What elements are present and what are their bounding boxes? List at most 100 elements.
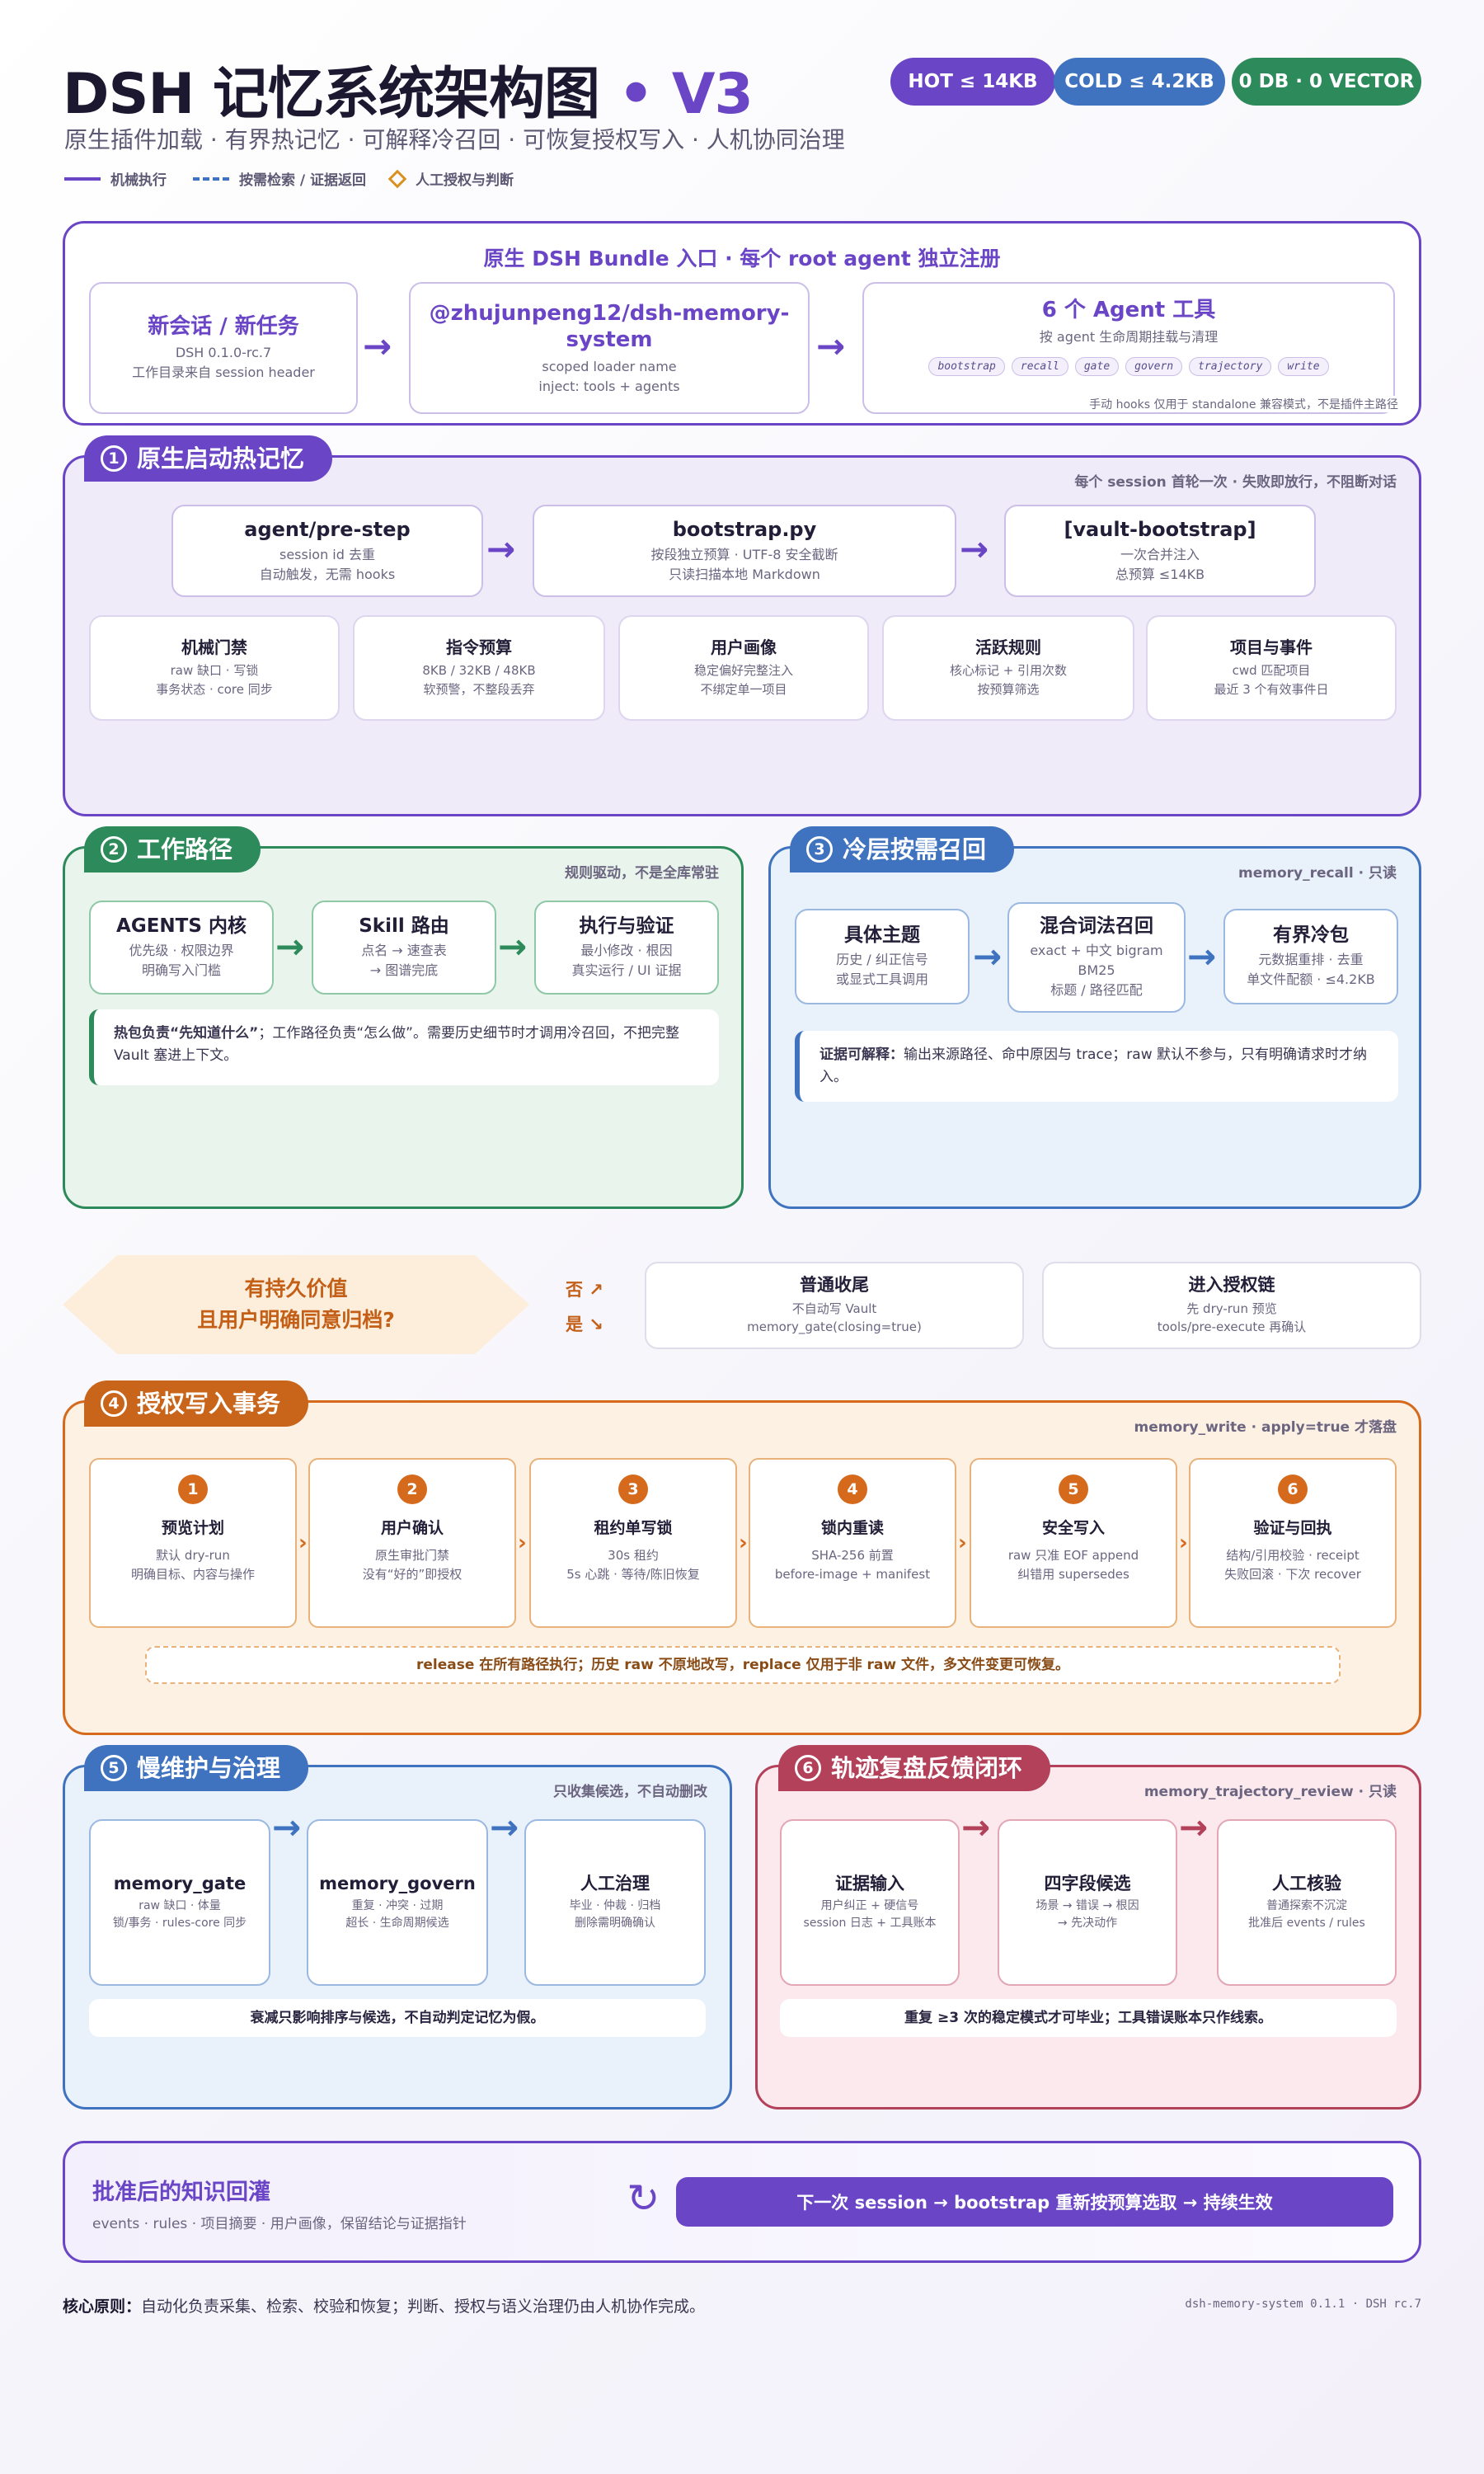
arrow-right-icon: → <box>1179 1807 1209 1847</box>
sec4-step-2: 2 用户确认 原生审批门禁 没有“好的”即授权 <box>308 1458 516 1628</box>
bundle-card-tools: 6 个 Agent 工具 按 agent 生命周期挂载与清理 bootstrap… <box>862 282 1395 414</box>
sec2-card-execute: 执行与验证 最小修改 · 根因 真实运行 / UI 证据 <box>534 901 719 995</box>
section-4-title: 授权写入事务 <box>137 1390 281 1418</box>
sec1-item-budget: 指令预算 8KB / 32KB / 48KB 软预警，不整段丢弃 <box>353 615 605 721</box>
legend-diamond-icon <box>387 169 407 188</box>
sec2-card-agents: AGENTS 内核 优先级 · 权限边界 明确写入门槛 <box>89 901 274 995</box>
core-principle-text: 自动化负责采集、检索、校验和恢复；判断、授权与语义治理仍由人机协作完成。 <box>141 2298 706 2316</box>
section-1-title: 原生启动热记忆 <box>137 444 305 473</box>
section-3-cold-recall <box>768 846 1421 1209</box>
chevron-right-icon: › <box>518 1531 527 1555</box>
page-title: DSH 记忆系统架构图 • V3 <box>63 48 754 129</box>
sec6-bottom-note: 重复 ≥3 次的稳定模式才可毕业；工具错误账本只作线索。 <box>780 1999 1397 2037</box>
section-6-number: 6 <box>795 1755 821 1781</box>
section-4-note: memory_write · apply=true 才落盘 <box>1134 1419 1397 1436</box>
sec3-callout-text: 输出来源路径、命中原因与 trace；raw 默认不参与，只有明确请求时才纳入。 <box>819 1047 1367 1086</box>
decision-diamond <box>63 1255 529 1354</box>
section-2-number: 2 <box>101 836 127 863</box>
legend: 机械执行 按需检索 / 证据返回 人工授权与判断 <box>64 168 514 189</box>
decision-question-line1: 有持久价值 <box>244 1277 348 1300</box>
decision-yes-label: 是 ↘ <box>566 1315 603 1334</box>
sec1-item-projects: 项目与事件 cwd 匹配项目 最近 3 个有效事件日 <box>1146 615 1397 721</box>
sec3-callout: 证据可解释：输出来源路径、命中原因与 trace；raw 默认不参与，只有明确请… <box>795 1031 1398 1102</box>
chevron-right-icon: › <box>958 1531 967 1555</box>
chip-recall: recall <box>1011 356 1068 376</box>
section-1-note: 每个 session 首轮一次 · 失败即放行，不阻断对话 <box>1074 474 1397 491</box>
arrow-right-icon: → <box>960 529 989 569</box>
bundle-card-loader: @zhujunpeng12/dsh-memory-system scoped l… <box>409 282 810 414</box>
sec2-callout-bold: 热包负责“先知道什么” <box>114 1025 259 1042</box>
bundle-card-session: 新会话 / 新任务 DSH 0.1.0-rc.7 工作目录来自 session … <box>89 282 358 414</box>
section-5-title: 慢维护与治理 <box>137 1754 281 1782</box>
section-2-title: 工作路径 <box>137 835 233 863</box>
decision-question: 有持久价值 且用户明确同意归档? <box>63 1273 529 1335</box>
sec3-card-hybrid: 混合词法召回 exact + 中文 bigram BM25 标题 / 路径匹配 <box>1007 902 1186 1013</box>
sec1-item-profile: 用户画像 稳定偏好完整注入 不绑定单一项目 <box>618 615 869 721</box>
page-subtitle: 原生插件加载 · 有界热记忆 · 可解释冷召回 · 可恢复授权写入 · 人机协同… <box>64 126 845 153</box>
sec1-item-gate: 机械门禁 raw 缺口 · 写锁 事务状态 · core 同步 <box>89 615 340 721</box>
section-5-tab: 5 慢维护与治理 <box>84 1745 309 1791</box>
decision-no-label: 否 ↗ <box>566 1280 603 1300</box>
section-3-title: 冷层按需召回 <box>843 835 987 863</box>
arrow-right-icon: → <box>1187 936 1217 976</box>
arrow-right-icon: → <box>816 326 846 366</box>
arrow-right-icon: → <box>498 926 528 967</box>
sec6-card-candidate: 四字段候选 场景 → 错误 → 根因 → 先决动作 <box>998 1819 1177 1986</box>
chip-govern: govern <box>1125 356 1183 376</box>
bundle-footnote: 手动 hooks 仅用于 standalone 兼容模式，不是插件主路径 <box>923 396 1398 412</box>
legend-dashed-line <box>193 176 229 181</box>
cycle-icon: ↻ <box>627 2175 660 2222</box>
section-1-tab: 1 原生启动热记忆 <box>84 435 333 482</box>
sec4-step-5: 5 安全写入 raw 只准 EOF append 纠错用 supersedes <box>970 1458 1177 1628</box>
sec4-step-4: 4 锁内重读 SHA-256 前置 before-image + manifes… <box>749 1458 956 1628</box>
section-6-note: memory_trajectory_review · 只读 <box>1144 1784 1397 1800</box>
section-4-number: 4 <box>101 1390 127 1417</box>
chevron-right-icon: › <box>739 1531 748 1555</box>
sec5-card-govern: memory_govern 重复 · 冲突 · 过期 超长 · 生命周期候选 <box>307 1819 488 1986</box>
sec3-callout-bold: 证据可解释： <box>819 1047 904 1063</box>
chip-write: write <box>1278 356 1329 376</box>
sec1-item-rules: 活跃规则 核心标记 + 引用次数 按预算筛选 <box>882 615 1134 721</box>
section-1-number: 1 <box>101 445 127 472</box>
legend-solid-line <box>64 176 101 181</box>
decision-question-line2: 且用户明确同意归档? <box>197 1307 395 1332</box>
loop-next-session-pill: 下一次 session → bootstrap 重新按预算选取 → 持续生效 <box>676 2177 1393 2227</box>
core-principle: 核心原则：自动化负责采集、检索、校验和恢复；判断、授权与语义治理仍由人机协作完成… <box>63 2294 705 2316</box>
chevron-right-icon: › <box>1179 1531 1188 1555</box>
section-6-title: 轨迹复盘反馈闭环 <box>831 1754 1023 1782</box>
sec1-card-prestep: agent/pre-step session id 去重 自动触发，无需 hoo… <box>171 505 483 597</box>
arrow-right-icon: → <box>275 926 305 967</box>
section-3-note: memory_recall · 只读 <box>1237 865 1397 882</box>
title-version: V3 <box>671 62 754 127</box>
badge-cold: COLD ≤ 4.2KB <box>1054 58 1225 106</box>
arrow-right-icon: → <box>490 1807 519 1847</box>
badge-hot: HOT ≤ 14KB <box>890 58 1055 106</box>
sec2-callout-text: ；工作路径负责“怎么做”。需要历史细节时才调用冷召回，不把完整 Vault 塞进… <box>114 1025 679 1065</box>
core-principle-label: 核心原则： <box>63 2298 142 2316</box>
chip-bootstrap: bootstrap <box>928 356 1005 376</box>
legend-mechanical: 机械执行 <box>110 172 167 189</box>
sec1-card-bootstrap: bootstrap.py 按段独立预算 · UTF-8 安全截断 只读扫描本地 … <box>533 505 956 597</box>
sec5-bottom-note: 衰减只影响排序与候选，不自动判定记忆为假。 <box>89 1999 706 2037</box>
decision-no-card: 普通收尾 不自动写 Vault memory_gate(closing=true… <box>645 1262 1024 1349</box>
arrow-right-icon: → <box>272 1807 302 1847</box>
arrow-right-icon: → <box>363 326 392 366</box>
sec4-step-6: 6 验证与回执 结构/引用校验 · receipt 失败回滚 · 下次 reco… <box>1189 1458 1397 1628</box>
sec6-card-evidence: 证据输入 用户纠正 + 硬信号 session 日志 + 工具账本 <box>780 1819 960 1986</box>
title-dot: • <box>618 62 654 127</box>
sec3-card-topic: 具体主题 历史 / 纠正信号 或显式工具调用 <box>795 909 970 1004</box>
chip-trajectory: trajectory <box>1189 356 1272 376</box>
legend-human: 人工授权与判断 <box>416 172 514 189</box>
loop-subtitle: events · rules · 项目摘要 · 用户画像，保留结论与证据指针 <box>92 2216 467 2232</box>
decision-yes-card: 进入授权链 先 dry-run 预览 tools/pre-execute 再确认 <box>1042 1262 1421 1349</box>
loop-title: 批准后的知识回灌 <box>92 2180 270 2205</box>
chip-gate: gate <box>1074 356 1120 376</box>
legend-retrieval: 按需检索 / 证据返回 <box>239 172 367 189</box>
sec4-bottom-note: release 在所有路径执行；历史 raw 不原地改写，replace 仅用于… <box>145 1646 1341 1684</box>
section-3-number: 3 <box>806 836 833 863</box>
sec3-card-cold-pack: 有界冷包 元数据重排 · 去重 单文件配额 · ≤4.2KB <box>1223 909 1398 1004</box>
arrow-right-icon: → <box>973 936 1003 976</box>
section-2-tab: 2 工作路径 <box>84 826 261 872</box>
section-4-tab: 4 授权写入事务 <box>84 1380 309 1427</box>
sec5-card-human: 人工治理 毕业 · 仲裁 · 归档 删除需明确确认 <box>524 1819 706 1986</box>
